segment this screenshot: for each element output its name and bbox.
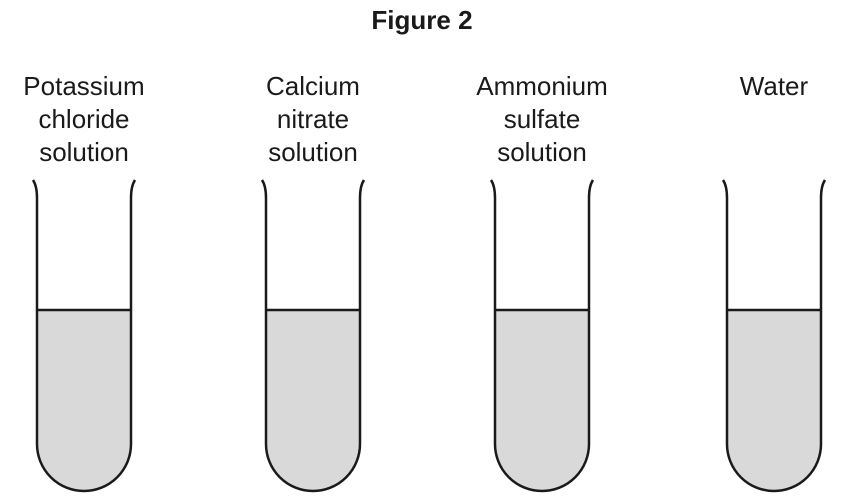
tube-label-line: solution [497,137,587,167]
tube-liquid [727,310,821,491]
figure-title: Figure 2 [371,5,473,35]
test-tube-icon [721,179,827,493]
tube-glass [31,179,137,493]
tube-label-line: solution [268,137,358,167]
test-tube-calcium-nitrate: Calcium nitrate solution [218,70,408,493]
test-tube-icon [31,179,137,493]
tube-glass [489,179,595,493]
tube-label: Potassium chloride solution [0,70,179,170]
tube-liquid [37,310,131,491]
tube-glass [721,179,827,493]
tube-glass [260,179,366,493]
test-tube-icon [489,179,595,493]
tube-label: Water [679,70,844,170]
tube-label-line: sulfate [503,104,581,134]
tube-liquid [266,310,360,491]
tube-label-line: Calcium [266,71,360,101]
tube-label-line: Potassium [23,71,145,101]
test-tube-ammonium-sulfate: Ammonium sulfate solution [447,70,637,493]
test-tube-potassium-chloride: Potassium chloride solution [0,70,179,493]
test-tube-icon [260,179,366,493]
tube-liquid [495,310,589,491]
tube-label-line: chloride [38,104,130,134]
tube-label-line: Water [739,71,809,101]
test-tube-water: Water [679,70,844,493]
tube-label: Ammonium sulfate solution [447,70,637,170]
tube-label-line: Ammonium [476,71,608,101]
tube-label-line: nitrate [276,104,350,134]
tube-label: Calcium nitrate solution [218,70,408,170]
tube-label-line: solution [39,137,129,167]
